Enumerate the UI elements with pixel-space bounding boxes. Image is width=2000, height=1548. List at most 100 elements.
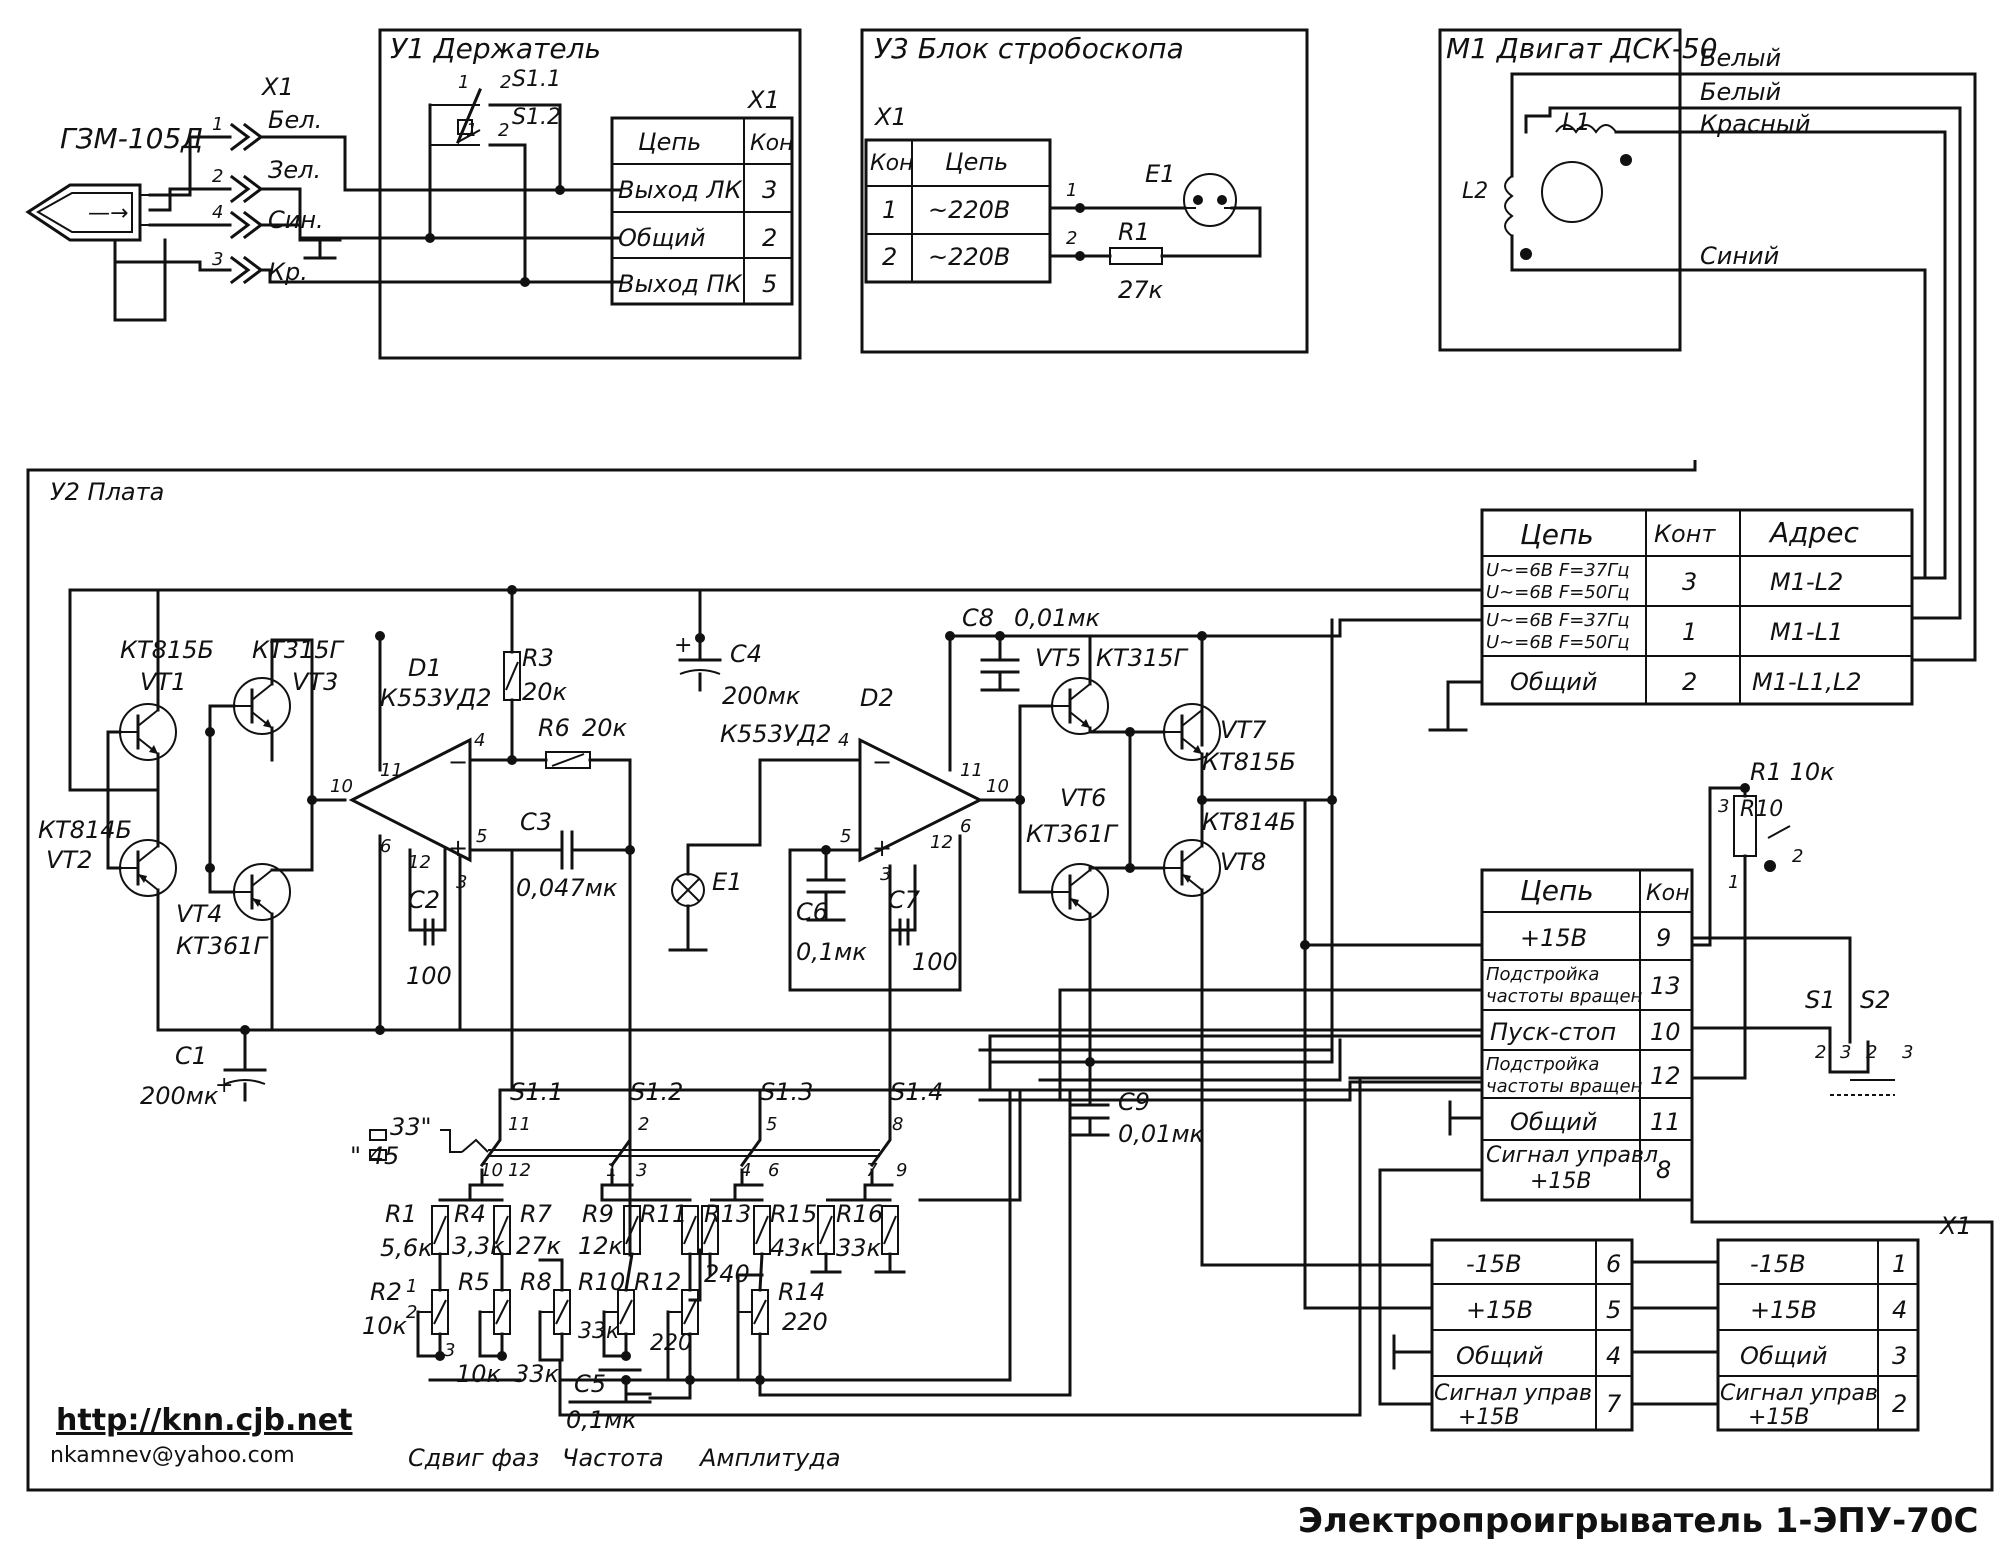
pickup-cartridge: —→ ГЗМ-105Д xyxy=(25,122,203,242)
trim-r8: R8 xyxy=(520,1268,552,1296)
motor-r1-addr: М1-L2 xyxy=(1770,568,1843,596)
strobo-node-1: 1 xyxy=(1066,180,1077,201)
trim-r15-val: 43к xyxy=(770,1234,816,1262)
pickup-connector: X1 xyxy=(260,73,294,101)
pickup-pin-1: 1 xyxy=(212,114,223,135)
holder-sw-a-pin1: 1 xyxy=(458,72,469,93)
vt3-ref: VT3 xyxy=(292,668,338,696)
trim-r10-val: 33к xyxy=(578,1319,620,1344)
vt7-type: КТ815Б xyxy=(1202,748,1296,776)
c8-ref: C8 xyxy=(962,604,994,632)
d1-pin-4: 4 xyxy=(474,730,485,751)
holder-switch-b: S1.2 xyxy=(512,105,561,130)
trim-r4-val: 3,3к xyxy=(452,1232,505,1260)
sw-s13: S1.3 xyxy=(760,1078,813,1106)
speed-label-45: " 45 xyxy=(350,1142,399,1170)
pwr-r2-pin: 5 xyxy=(1606,1296,1621,1324)
trim-r9: R9 xyxy=(582,1200,614,1228)
trim-r10: R10 xyxy=(578,1268,625,1296)
vt3-icon xyxy=(232,676,292,736)
ctrl-r2-chain: Подстройка xyxy=(1486,964,1599,985)
trim-r13-val: 240 xyxy=(704,1260,750,1288)
sw-c11: 11 xyxy=(508,1114,531,1135)
ctrl-r2-chain-2: частоты вращен xyxy=(1486,986,1643,1007)
d2-pin-11: 11 xyxy=(960,760,983,781)
speed-label-33: 33" xyxy=(390,1113,432,1141)
strobo-th-chain: Цепь xyxy=(945,148,1008,176)
label-phase: Сдвиг фаз xyxy=(408,1444,539,1472)
trim-r16-val: 33к xyxy=(836,1234,882,1262)
trim-r1-val: 5,6к xyxy=(380,1234,433,1262)
trim-r8-val: 33к xyxy=(514,1360,560,1388)
trim-r2-val: 10к xyxy=(362,1312,408,1340)
pwr-r4-chain: Сигнал управ xyxy=(1434,1381,1592,1406)
pickup-pin-1-color: Бел. xyxy=(268,106,322,134)
vt7-ref: VT7 xyxy=(1220,716,1267,744)
c1-val: 200мк xyxy=(140,1082,219,1110)
holder-row2-chain: Общий xyxy=(618,224,706,252)
c3-ref: C3 xyxy=(520,808,552,836)
c6-val: 0,1мк xyxy=(796,938,867,966)
pwr-r3-chain: Общий xyxy=(1456,1342,1544,1370)
holder-block: У1 Держатель 1 2 1 2 S1.1 S1.2 X1 Цепь К… xyxy=(378,28,802,360)
d1-pin-3: 3 xyxy=(456,872,467,893)
vt1-icon xyxy=(118,702,178,762)
motor-wire-3: Красный xyxy=(1700,110,1810,138)
holder-row2-pin: 2 xyxy=(762,224,777,252)
ctrl-r6-chain: Сигнал управл xyxy=(1486,1143,1658,1168)
x1-r4-chain-2: +15В xyxy=(1748,1405,1810,1430)
x1-r3-pin: 3 xyxy=(1892,1342,1907,1370)
strobo-row1-chain: ~220В xyxy=(928,196,1010,224)
vt5-ref: VT5 xyxy=(1035,644,1081,672)
strobo-lamp: E1 xyxy=(1145,160,1175,188)
d2-pin-5: 5 xyxy=(840,826,851,847)
c2-val: 100 xyxy=(406,962,452,990)
holder-row3-pin: 5 xyxy=(762,270,777,298)
trim-r12-val: 220 xyxy=(650,1331,692,1356)
x1-r2-chain: +15В xyxy=(1750,1296,1817,1324)
r6-ref: R6 xyxy=(538,714,570,742)
strobo-node-2: 2 xyxy=(1066,228,1077,249)
c1-ref: C1 xyxy=(175,1042,207,1070)
strobo-th-pin: Кон xyxy=(870,151,913,176)
holder-sw-b-pin2: 2 xyxy=(498,120,509,141)
motor-r2-chain2: U~=6В F=50Гц xyxy=(1486,632,1629,653)
motor-r1-pin: 3 xyxy=(1682,568,1697,596)
holder-th-pin: Кон xyxy=(750,131,793,156)
ctrl-r4-chain: Подстройка xyxy=(1486,1054,1599,1075)
pot-pin-1: 1 xyxy=(1728,872,1739,893)
vt5-icon xyxy=(1050,676,1110,736)
page-title: Электропроигрыватель 1-ЭПУ-70С xyxy=(1298,1501,1978,1541)
holder-row1-chain: Выход ЛК xyxy=(618,176,743,204)
d2-ref: D2 xyxy=(860,684,894,712)
c2-ref: C2 xyxy=(408,886,440,914)
pwr-r2-chain: +15В xyxy=(1466,1296,1533,1324)
svg-text:+: + xyxy=(872,834,892,862)
r6-val: 20к xyxy=(582,714,628,742)
c4-val: 200мк xyxy=(722,682,801,710)
motor-r3-pin: 2 xyxy=(1682,668,1697,696)
svg-text:+: + xyxy=(674,633,692,658)
holder-row1-pin: 3 xyxy=(762,176,777,204)
strobo-row1-pin: 1 xyxy=(882,196,897,224)
x1-r3-chain: Общий xyxy=(1740,1342,1828,1370)
ctrl-r6-pin: 8 xyxy=(1656,1156,1671,1184)
d1-pin-5: 5 xyxy=(476,826,487,847)
sw-s14: S1.4 xyxy=(890,1078,943,1106)
motor-r3-addr: М1-L1,L2 xyxy=(1752,668,1862,696)
motor-r2-chain1: U~=6В F=37Гц xyxy=(1486,610,1629,631)
sw-l7: 7 xyxy=(866,1160,878,1181)
pickup-pin-3: 3 xyxy=(212,249,223,270)
strobo-row2-chain: ~220В xyxy=(928,243,1010,271)
pickup-pin-2: 2 xyxy=(212,166,223,187)
sw-s12: S1.2 xyxy=(630,1078,683,1106)
holder-sw-b-pin1: 1 xyxy=(466,120,477,141)
board-lamp: E1 xyxy=(712,868,742,896)
sw-l9: 9 xyxy=(896,1160,907,1181)
trim-r14: R14 xyxy=(778,1278,825,1306)
sw-c2: 2 xyxy=(638,1114,649,1135)
ctrl-r5-chain: Общий xyxy=(1510,1108,1598,1136)
x1-connector: X1 xyxy=(1938,1212,1972,1240)
pwr-r4-chain-2: +15В xyxy=(1458,1405,1520,1430)
c7-val: 100 xyxy=(912,948,958,976)
